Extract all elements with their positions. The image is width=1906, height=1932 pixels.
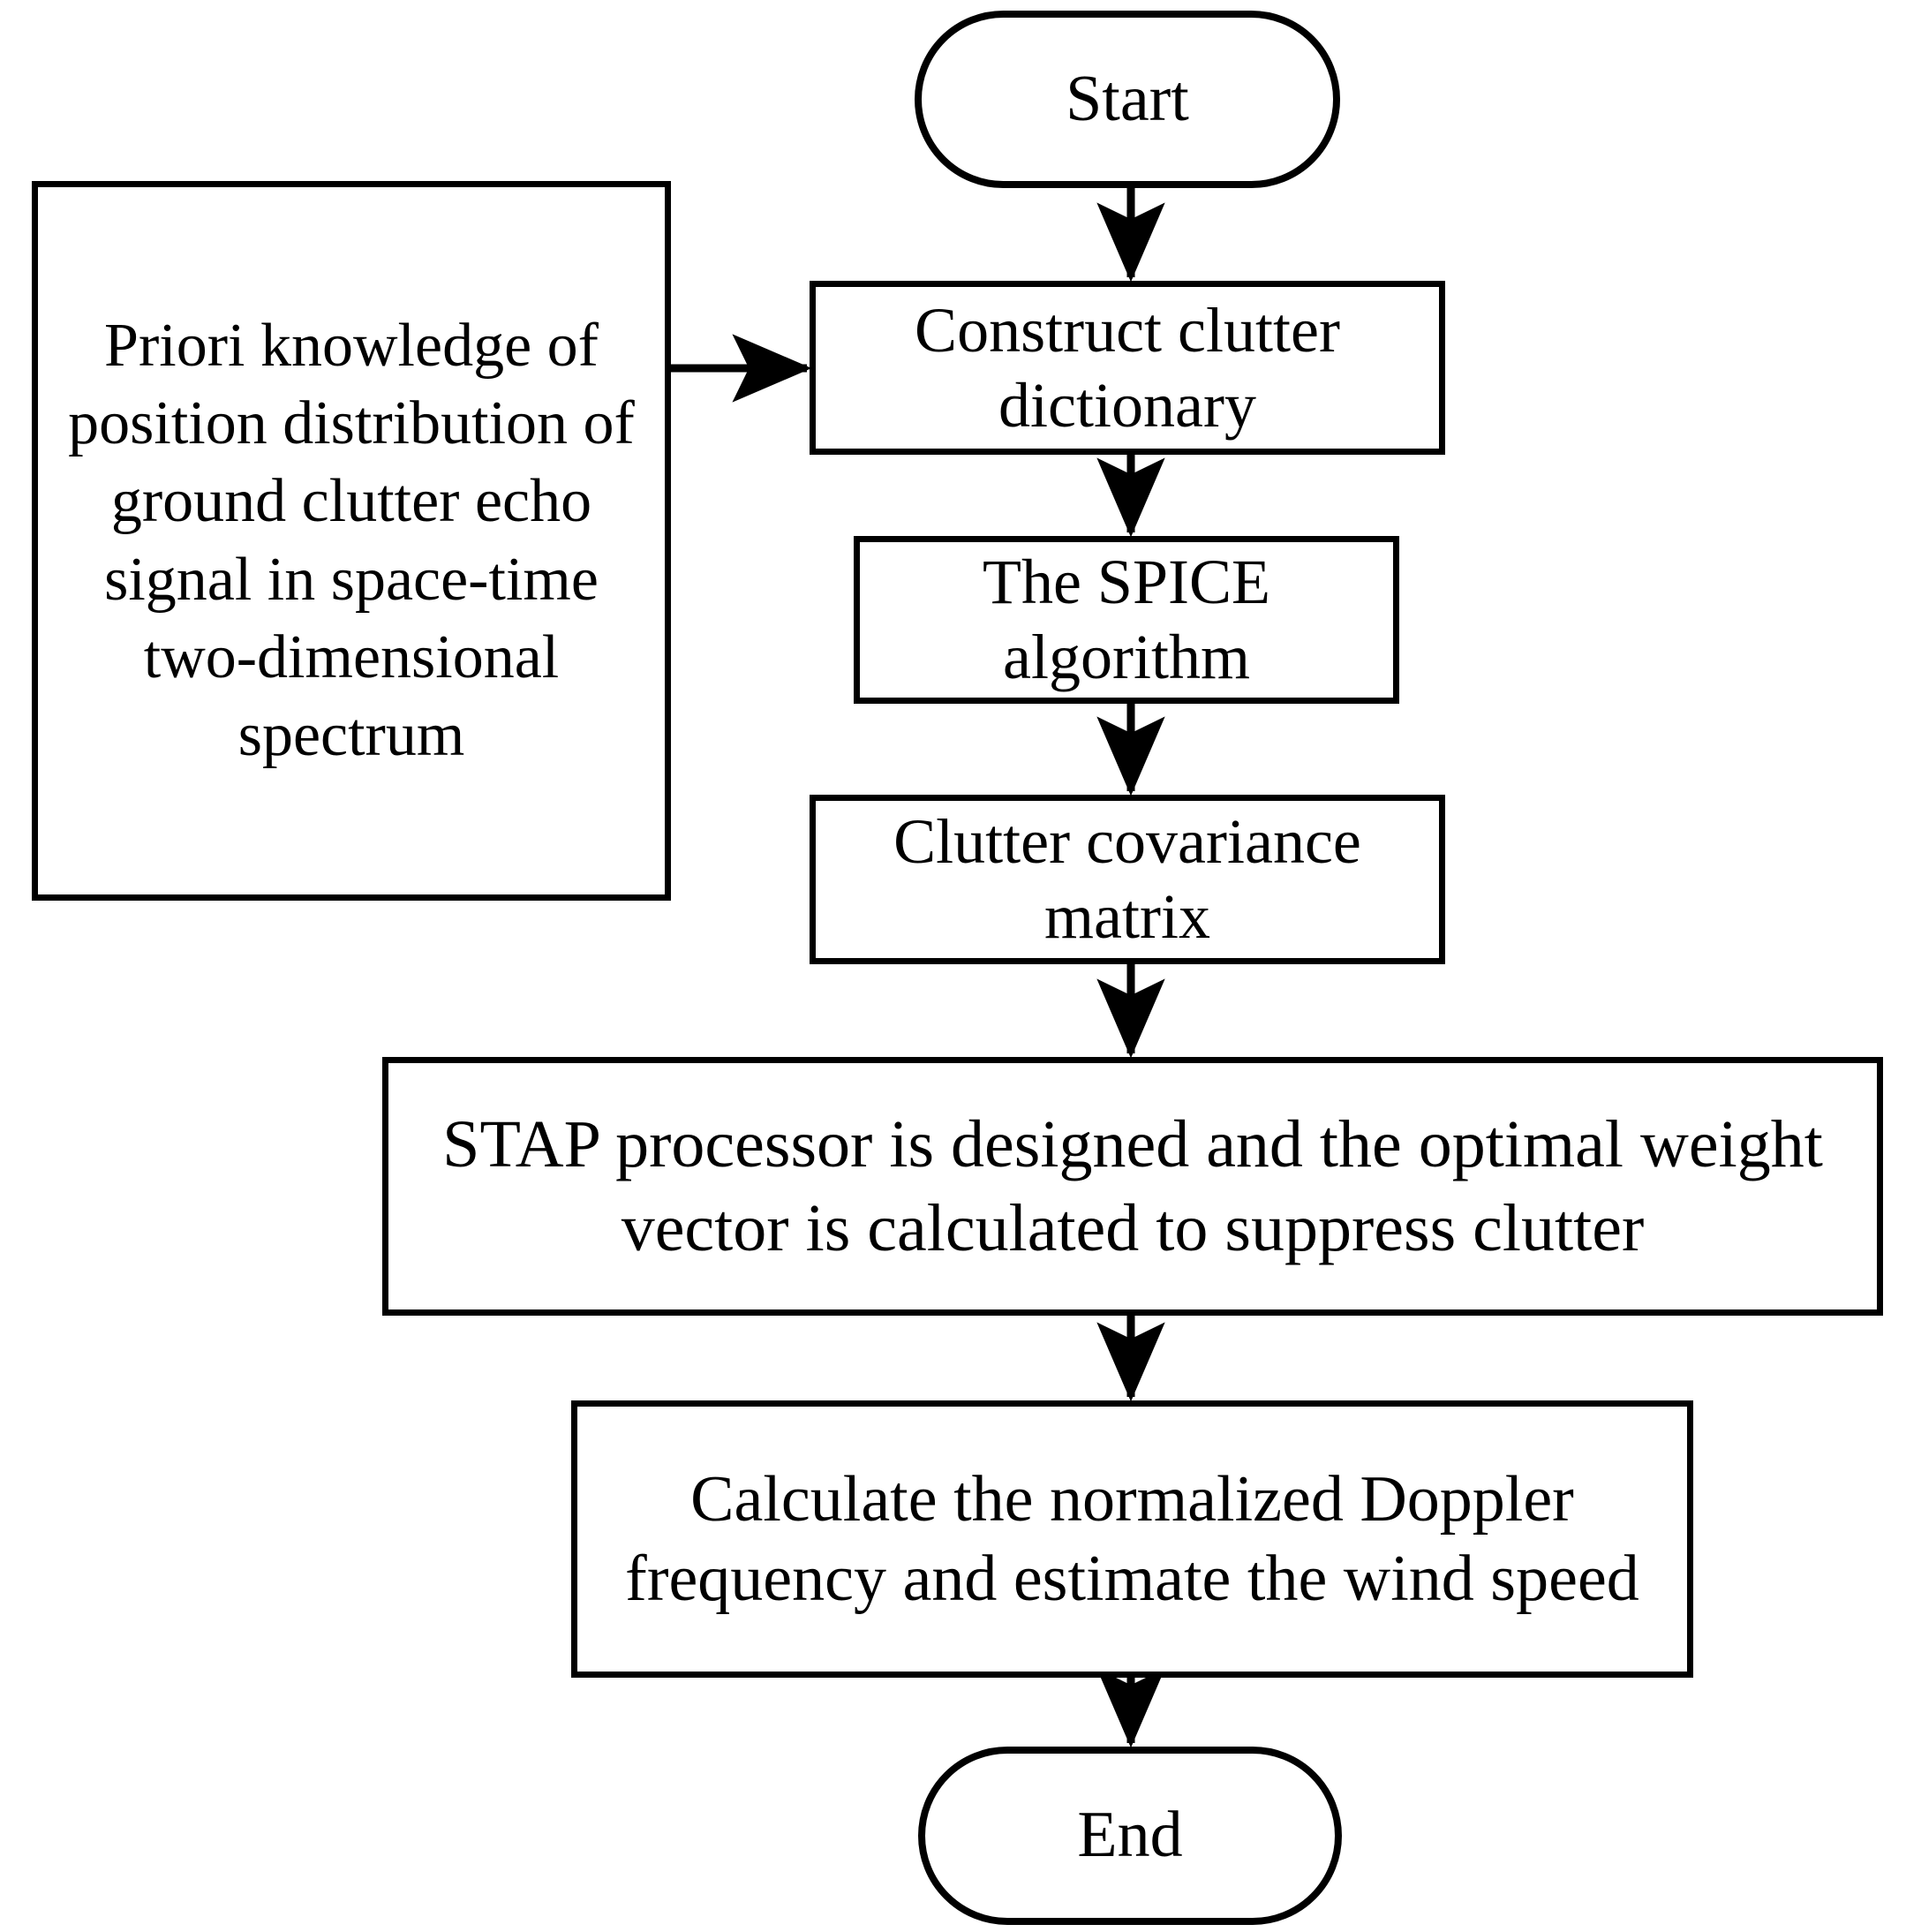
node-priori-knowledge-label: Priori knowledge of position distributio… <box>68 311 635 769</box>
node-stap-processor[interactable]: STAP processor is designed and the optim… <box>382 1057 1883 1316</box>
node-stap-processor-label: STAP processor is designed and the optim… <box>442 1106 1823 1265</box>
node-start-label: Start <box>1066 62 1189 135</box>
node-spice-algorithm[interactable]: The SPICE algorithm <box>854 536 1399 704</box>
node-end[interactable]: End <box>918 1747 1342 1925</box>
node-clutter-covariance-matrix-label: Clutter covariance matrix <box>893 806 1361 952</box>
node-end-label: End <box>1077 1799 1183 1872</box>
node-construct-clutter-dictionary[interactable]: Construct clutter dictionary <box>810 281 1445 455</box>
node-spice-algorithm-label: The SPICE algorithm <box>982 547 1270 692</box>
node-start[interactable]: Start <box>915 11 1340 188</box>
node-calculate-doppler-wind-speed-label: Calculate the normalized Doppler frequen… <box>625 1462 1639 1615</box>
node-construct-clutter-dictionary-label: Construct clutter dictionary <box>915 294 1340 441</box>
node-priori-knowledge[interactable]: Priori knowledge of position distributio… <box>32 181 671 901</box>
node-calculate-doppler-wind-speed[interactable]: Calculate the normalized Doppler frequen… <box>571 1400 1693 1678</box>
node-clutter-covariance-matrix[interactable]: Clutter covariance matrix <box>810 795 1445 964</box>
